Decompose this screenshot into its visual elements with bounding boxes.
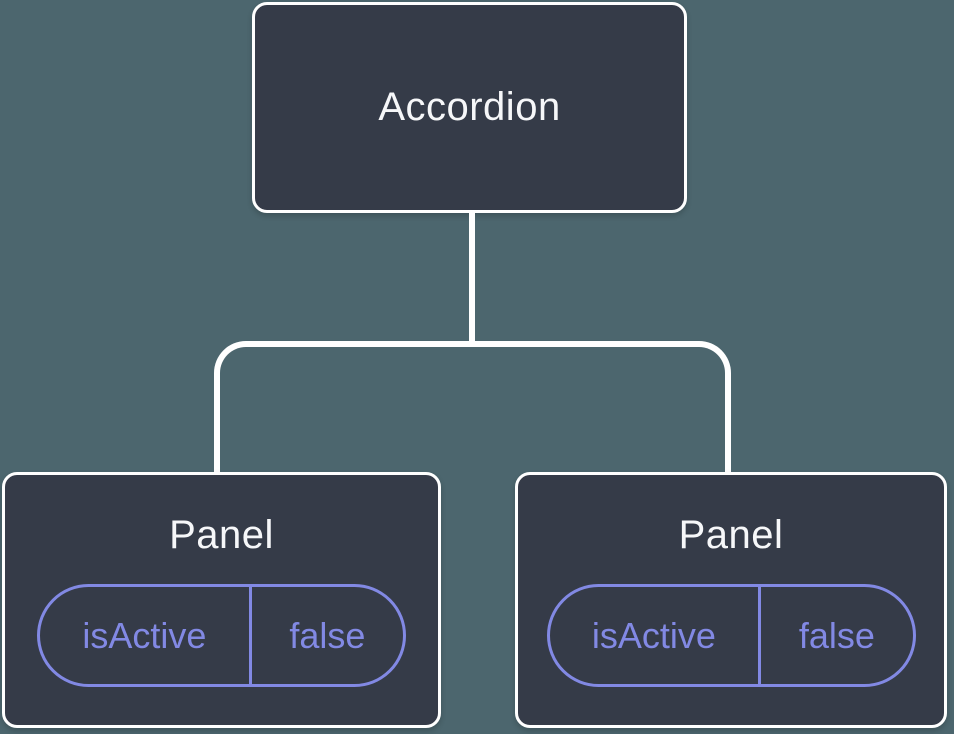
component-label-panel-right: Panel bbox=[678, 513, 784, 557]
state-pill-right: isActive false bbox=[546, 584, 916, 687]
state-name-right: isActive bbox=[550, 587, 762, 684]
state-value-left: false bbox=[289, 614, 366, 656]
state-pill-left: isActive false bbox=[37, 584, 406, 687]
component-label-accordion: Accordion bbox=[378, 85, 561, 129]
component-label-panel-left: Panel bbox=[169, 513, 274, 557]
connector-branch bbox=[214, 341, 731, 472]
state-name-left: isActive bbox=[40, 587, 252, 684]
component-node-panel-left: Panel isActive false bbox=[2, 472, 441, 728]
state-value-right: false bbox=[798, 614, 875, 656]
component-node-panel-right: Panel isActive false bbox=[515, 472, 947, 728]
connector-stem bbox=[469, 211, 475, 347]
component-node-accordion: Accordion bbox=[252, 2, 687, 213]
